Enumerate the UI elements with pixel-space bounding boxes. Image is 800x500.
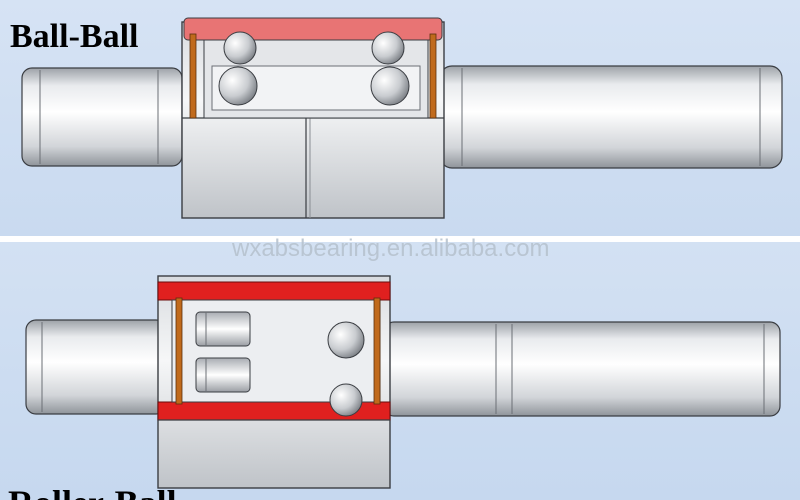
ball-ball-panel: Ball-Ball	[0, 0, 800, 236]
top-red-seal	[157, 281, 391, 301]
ball-upper-left	[223, 31, 257, 65]
right-shaft	[439, 65, 783, 169]
ball-lower	[329, 383, 363, 417]
ball-ball-bearing-icon	[21, 17, 783, 219]
outer-ring-seal	[183, 17, 443, 41]
roller-upper	[195, 311, 251, 347]
watermark-text: wxabsbearing.en.alibaba.com	[232, 235, 550, 262]
ball-lower-right	[370, 66, 410, 106]
panel-divider	[0, 236, 800, 242]
roller-ball-title: Roller-Ball	[8, 482, 177, 500]
left-shaft-2	[25, 319, 167, 415]
ball-lower-left	[218, 66, 258, 106]
left-retainer	[189, 33, 197, 119]
ball-ball-title: Ball-Ball	[10, 18, 139, 55]
right-shaft-2	[383, 321, 781, 417]
ball-upper	[327, 321, 365, 359]
roller-ball-bearing-icon	[25, 275, 781, 489]
roller-ball-panel: Roller-Ball	[0, 242, 800, 500]
roller-lower	[195, 357, 251, 393]
right-retainer-2	[373, 297, 381, 405]
ball-upper-right	[371, 31, 405, 65]
right-retainer	[429, 33, 437, 119]
left-retainer-2	[175, 297, 183, 405]
